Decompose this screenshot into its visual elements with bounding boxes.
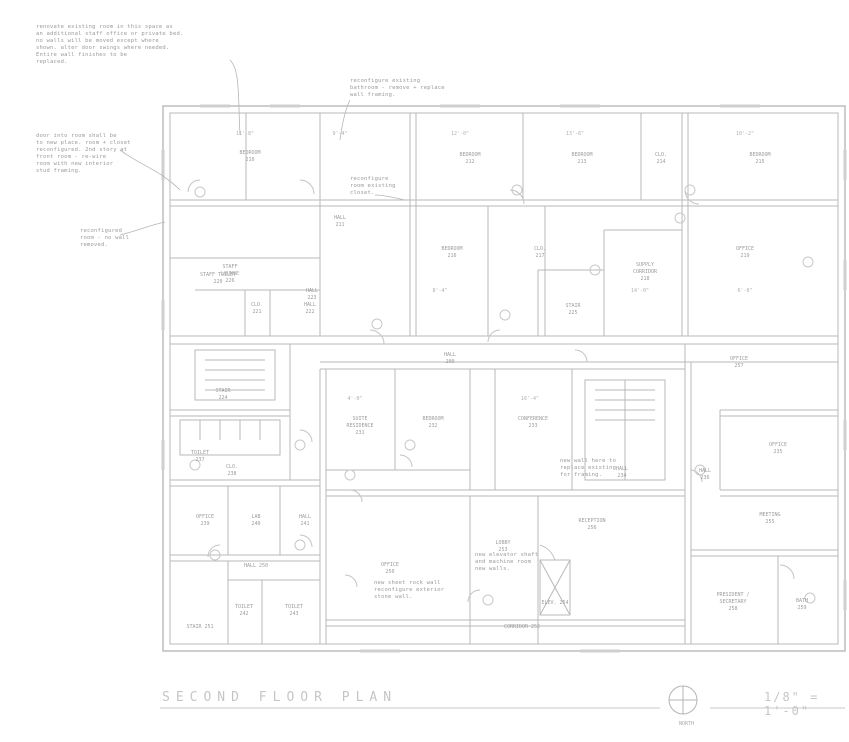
room-label: CLO. 214 bbox=[654, 152, 668, 165]
note-elevator: new elevator shaft and machine room new … bbox=[475, 552, 539, 572]
room-label: TOILET 242 bbox=[234, 604, 254, 617]
room-label: BEDROOM 210 bbox=[239, 150, 261, 163]
room-label: STAFF LOUNGE 226 bbox=[220, 264, 240, 284]
room-label: PRESIDENT / SECRETARY 258 bbox=[716, 592, 750, 612]
room-label: OFFICE 239 bbox=[195, 514, 215, 527]
dimension-label: 4'-0" bbox=[347, 396, 363, 402]
room-label: HALL 236 bbox=[698, 468, 712, 481]
room-label: BEDROOM 213 bbox=[571, 152, 593, 165]
dimension-label: 8'-4" bbox=[432, 288, 448, 294]
room-label: HALL 211 bbox=[333, 215, 347, 228]
room-label: BEDROOM 216 bbox=[441, 246, 463, 259]
room-label: HALL 241 bbox=[298, 514, 312, 527]
dimension-label: 10'-2" bbox=[735, 131, 755, 137]
exterior-wall-outer bbox=[162, 105, 846, 652]
room-label: HALL 234 bbox=[615, 466, 629, 479]
note-bottom: new sheet rock wall reconfigure exterior… bbox=[374, 580, 445, 600]
drawing-title: SECOND FLOOR PLAN bbox=[162, 690, 398, 705]
dimension-label: 11'-8" bbox=[235, 131, 255, 137]
room-label: LOBBY 253 bbox=[495, 540, 511, 553]
room-label: HALL 222 bbox=[303, 302, 317, 315]
room-label: BEDROOM 212 bbox=[459, 152, 481, 165]
room-label: TOILET 243 bbox=[284, 604, 304, 617]
room-label: MEETING 255 bbox=[759, 512, 781, 525]
room-label: CLO. 238 bbox=[225, 464, 239, 477]
room-label: HALL 200 bbox=[443, 352, 457, 365]
dimension-label: 16'-4" bbox=[520, 396, 540, 402]
room-label: STAIR 251 bbox=[186, 624, 214, 630]
room-label: STAIR 224 bbox=[215, 388, 231, 401]
room-label: OFFICE 250 bbox=[380, 562, 400, 575]
room-label: CLO. 217 bbox=[533, 246, 547, 259]
room-label: TOILET 237 bbox=[190, 450, 210, 463]
room-label: HALL 223 bbox=[305, 288, 319, 301]
note-center-left: reconfigure room existing closet. bbox=[350, 176, 396, 196]
room-label: STAFF TOILET 220 bbox=[199, 272, 237, 285]
room-label: SUPPLY CORRIDOR 218 bbox=[632, 262, 658, 282]
room-label: CONFERENCE 233 bbox=[517, 416, 549, 429]
note-left-2: reconfigured room - no wall removed. bbox=[80, 228, 130, 248]
room-label: BEDROOM 215 bbox=[749, 152, 771, 165]
dimension-label: 13'-6" bbox=[565, 131, 585, 137]
room-label: CLO. 221 bbox=[250, 302, 264, 315]
note-stair: new wall here to replace existing for fr… bbox=[560, 458, 617, 478]
room-label: BEDROOM 232 bbox=[422, 416, 444, 429]
note-top: renovate existing room in this space as … bbox=[36, 24, 184, 65]
room-label: BATH 259 bbox=[795, 598, 809, 611]
room-label: HALL 250 bbox=[243, 563, 269, 569]
exterior-wall-inner bbox=[169, 112, 839, 645]
note-left: door into room shall be to new place. ro… bbox=[36, 133, 131, 174]
room-label: ELEV. 254 bbox=[541, 600, 569, 606]
dimension-label: 6'-8" bbox=[737, 288, 753, 294]
room-label: OFFICE 219 bbox=[735, 246, 755, 259]
dimension-label: 9'-4" bbox=[332, 131, 348, 137]
north-arrow-icon bbox=[668, 685, 698, 715]
dimension-label: 12'-0" bbox=[450, 131, 470, 137]
room-label: STAIR 225 bbox=[565, 303, 581, 316]
room-label: CORRIDOR 252 bbox=[503, 624, 541, 630]
dimension-label: 14'-0" bbox=[630, 288, 650, 294]
north-label: NORTH bbox=[679, 721, 695, 727]
room-label: RECEPTION 256 bbox=[578, 518, 606, 531]
room-label: OFFICE 235 bbox=[768, 442, 788, 455]
note-top-center: reconfigure existing bathroom - remove +… bbox=[350, 78, 445, 98]
room-label: LAB 240 bbox=[251, 514, 261, 527]
drawing-scale: 1/8" = 1'-0" bbox=[764, 690, 820, 718]
room-label: SUITE RESIDENCE 231 bbox=[346, 416, 374, 436]
room-label: OFFICE 257 bbox=[729, 356, 749, 369]
